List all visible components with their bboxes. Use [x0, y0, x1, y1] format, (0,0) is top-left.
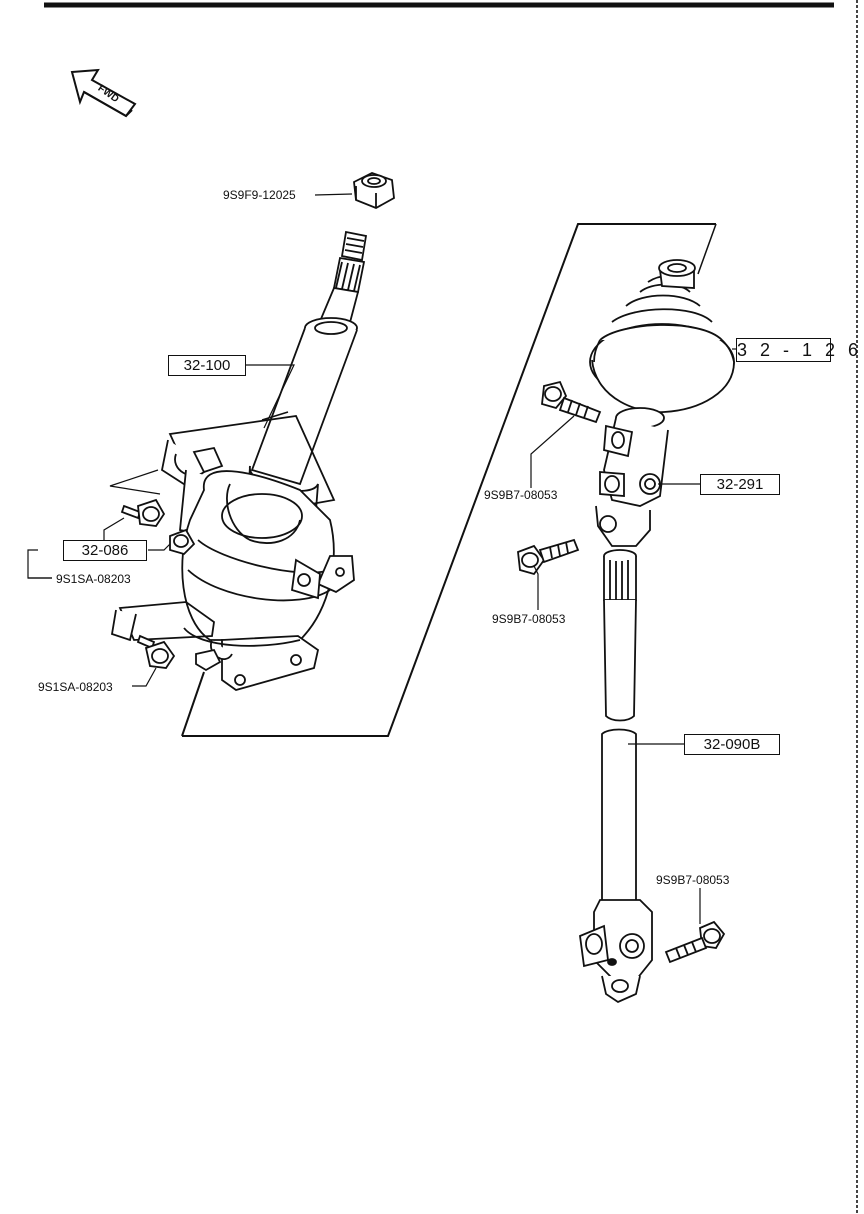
callout-bolt-left-lower: 9S1SA-08203 [38, 680, 113, 694]
column-group-outline-lower [181, 671, 205, 737]
upper-universal-joint-icon [595, 407, 669, 547]
steering-column-illustration [110, 172, 395, 691]
middle-bolt-icon [517, 538, 580, 576]
callout-bolt-left-upper: 9S1SA-08203 [56, 572, 131, 586]
boot-pointer [697, 223, 717, 275]
lower-universal-joint-icon [579, 899, 653, 1004]
callout-shaft: 32-090B [684, 734, 780, 755]
callout-boot: 3 2 - 1 2 6 [736, 338, 863, 362]
column-group-outline [182, 223, 716, 737]
lower-left-bolt-icon [136, 634, 176, 669]
upper-joint-bolt-icon [541, 380, 602, 424]
fwd-arrow-icon [70, 68, 137, 118]
callout-bolt-right-lower: 9S9B7-08053 [656, 873, 730, 887]
leader-lines [27, 193, 736, 924]
callout-column-assy: 32-100 [168, 355, 246, 376]
callout-bolt-right-upper: 9S9B7-08053 [484, 488, 558, 502]
callout-bracket-group: 32-086 [63, 540, 147, 561]
column-group-outline-upper [261, 411, 289, 421]
callout-joint-upper: 32-291 [700, 474, 780, 495]
bracket-bolt-icon [120, 498, 166, 527]
callout-nut-top: 9S9F9-12025 [223, 188, 296, 202]
intermediate-shaft-illustration [517, 259, 735, 1004]
lower-joint-bolt-icon [664, 920, 726, 964]
boot-icon [589, 259, 735, 414]
callout-bolt-right-middle: 9S9B7-08053 [492, 612, 566, 626]
top-nut-icon [353, 172, 395, 209]
